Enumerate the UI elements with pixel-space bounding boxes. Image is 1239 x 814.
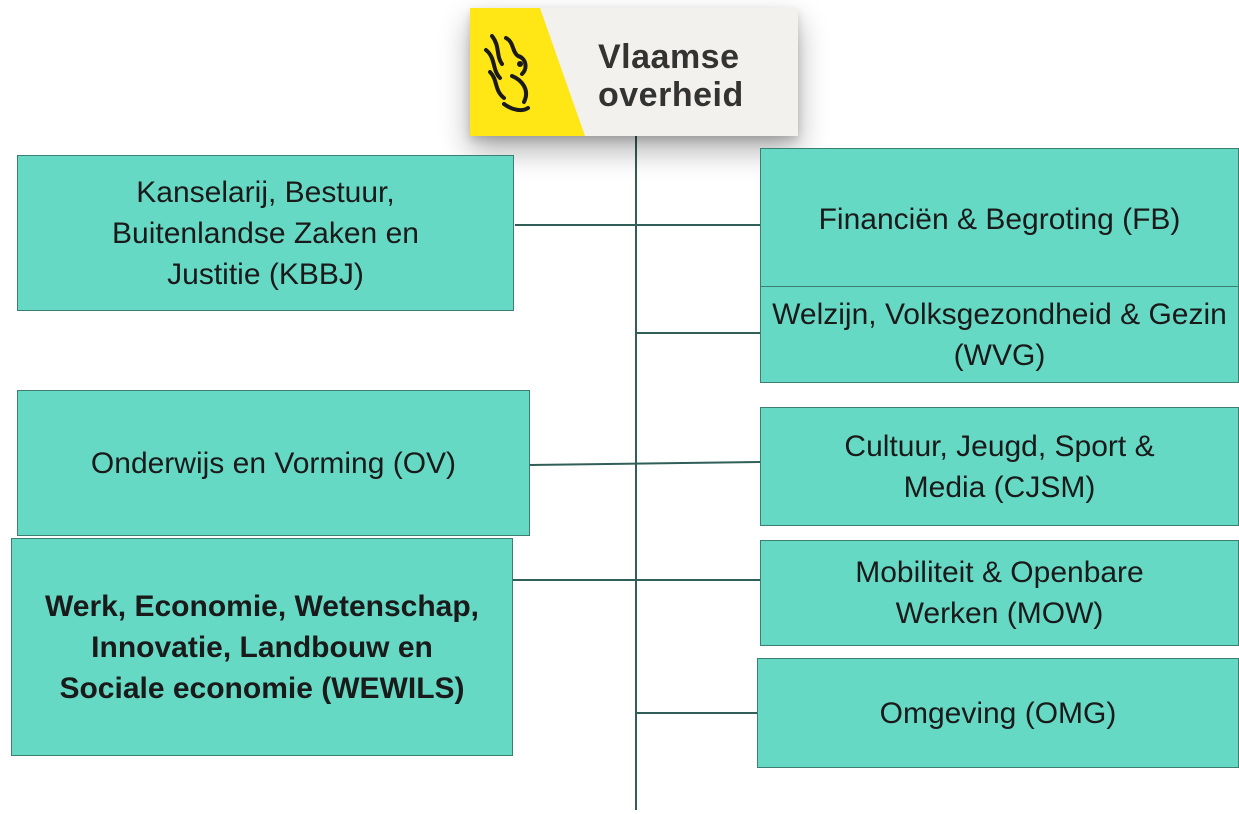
dept-wvg-box: Welzijn, Volksgezondheid & Gezin (WVG) [760, 286, 1239, 383]
vlaamse-overheid-logo: Vlaamse overheid [470, 8, 798, 136]
logo-wordmark: Vlaamse overheid [598, 38, 744, 114]
dept-ov-label: Onderwijs en Vorming (OV) [90, 446, 457, 480]
dept-wewils-label: Werk, Economie, Wetenschap, Innovatie, L… [44, 589, 480, 705]
dept-ov-box: Onderwijs en Vorming (OV) [17, 390, 530, 536]
dept-omg-box: Omgeving (OMG) [757, 658, 1239, 768]
dept-cjsm-label: Cultuur, Jeugd, Sport & Media (CJSM) [844, 429, 1155, 504]
dept-fb-label: Financiën & Begroting (FB) [818, 203, 1181, 236]
dept-kbbj-label: Kanselarij, Bestuur, Buitenlandse Zaken … [112, 175, 419, 291]
flemish-lion-icon [484, 34, 530, 113]
logo-yellow-band [470, 8, 585, 136]
logo-line-1: Vlaamse [598, 38, 740, 76]
dept-wvg-label: Welzijn, Volksgezondheid & Gezin (WVG) [772, 297, 1227, 372]
logo-line-2: overheid [598, 76, 744, 114]
dept-mow-box: Mobiliteit & Openbare Werken (MOW) [760, 540, 1239, 646]
dept-fb-box: Financiën & Begroting (FB) [760, 148, 1239, 291]
dept-kbbj-box: Kanselarij, Bestuur, Buitenlandse Zaken … [17, 155, 514, 311]
dept-omg-label: Omgeving (OMG) [879, 696, 1117, 730]
dept-mow-label: Mobiliteit & Openbare Werken (MOW) [855, 556, 1144, 630]
dept-cjsm-box: Cultuur, Jeugd, Sport & Media (CJSM) [760, 407, 1239, 526]
dept-wewils-box: Werk, Economie, Wetenschap, Innovatie, L… [11, 538, 513, 756]
connector-ov-cjsm [529, 461, 761, 466]
